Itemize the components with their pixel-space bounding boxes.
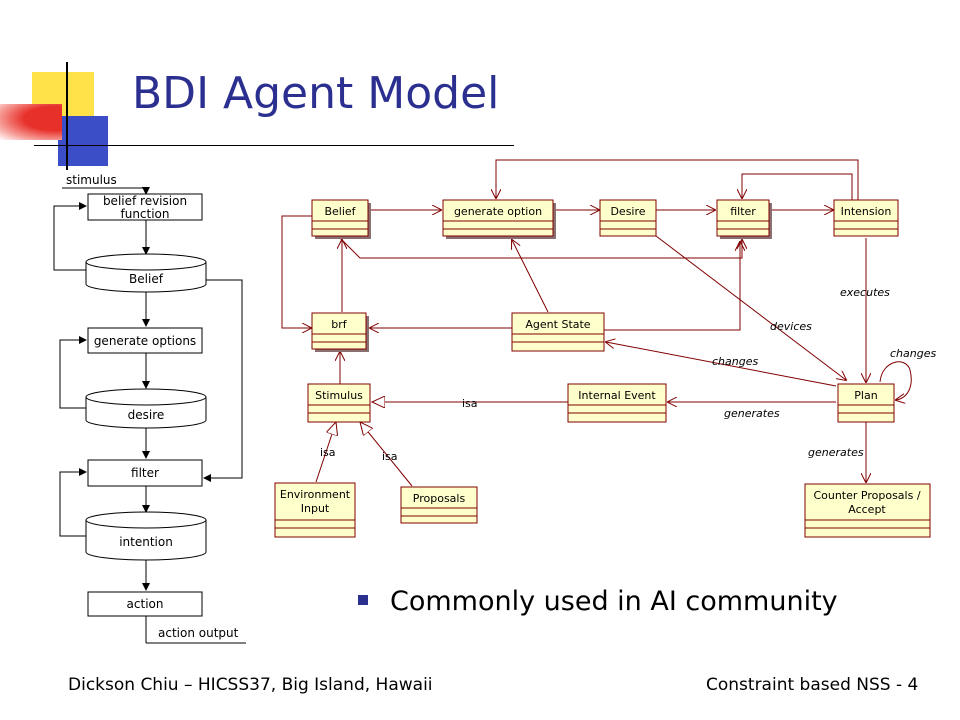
uml-environment-input-box: Environment Input xyxy=(274,482,356,538)
uml-generate-option-box: generate option xyxy=(442,199,556,239)
uml-internal-event-box: Internal Event xyxy=(567,383,667,423)
uml-intension-label: Intension xyxy=(841,205,892,218)
bullet-item: Commonly used in AI community xyxy=(358,586,838,617)
flow-belief-label: Belief xyxy=(129,272,164,286)
flow-brf-line1: belief revision xyxy=(103,194,187,208)
uml-desire-box: Desire xyxy=(599,199,657,237)
uml-label-isa-environment: isa xyxy=(320,446,336,459)
uml-label-executes: executes xyxy=(840,286,890,299)
uml-desire-label: Desire xyxy=(610,205,645,218)
flow-desire-label: desire xyxy=(128,408,165,422)
bullet-square-icon xyxy=(358,594,368,605)
uml-proposals-box: Proposals xyxy=(400,486,478,524)
corner-vertical-line xyxy=(66,62,68,170)
uml-belief-box: Belief xyxy=(311,199,371,239)
flow-intention-label: intention xyxy=(119,535,173,549)
uml-environment-input-line2: Input xyxy=(301,502,330,515)
flow-desire-cylinder: desire xyxy=(85,388,207,429)
uml-proposals-label: Proposals xyxy=(413,492,466,505)
uml-brf-label: brf xyxy=(331,318,348,331)
flow-filter-label: filter xyxy=(131,466,159,480)
uml-plan-label: Plan xyxy=(854,389,877,402)
uml-label-isa-internal: isa xyxy=(462,397,478,410)
uml-counter-proposals-line2: Accept xyxy=(848,503,886,516)
footer-right: Constraint based NSS - 4 xyxy=(706,675,919,695)
flow-brf-box xyxy=(87,193,203,221)
flow-action-label: action xyxy=(127,597,164,611)
uml-internal-event-label: Internal Event xyxy=(578,389,656,402)
uml-brf-box: brf xyxy=(311,312,369,352)
flow-belief-cylinder: Belief xyxy=(85,253,207,293)
uml-label-isa-proposals: isa xyxy=(382,450,398,463)
uml-label-changes-self: changes xyxy=(890,347,936,360)
flow-intention-cylinder: intention xyxy=(85,511,207,561)
uml-intension-box: Intension xyxy=(833,199,899,237)
uml-agent-state-label: Agent State xyxy=(525,318,590,331)
bdi-flowchart: stimulus belief revision function Belief… xyxy=(53,173,246,644)
uml-stimulus-box: Stimulus xyxy=(307,383,371,423)
flow-generate-options-label: generate options xyxy=(94,334,196,348)
uml-environment-input-line1: Environment xyxy=(280,488,351,501)
uml-label-generates-counter: generates xyxy=(808,446,864,459)
uml-stimulus-label: Stimulus xyxy=(315,389,363,402)
uml-filter-box: filter xyxy=(716,199,772,239)
uml-counter-proposals-box: Counter Proposals / Accept xyxy=(804,483,931,538)
slide-title: BDI Agent Model xyxy=(132,68,500,119)
flow-action-output-label: action output xyxy=(158,626,239,640)
uml-generate-option-label: generate option xyxy=(454,205,542,218)
bullet-text: Commonly used in AI community xyxy=(390,586,838,617)
uml-label-generates-internal: generates xyxy=(724,407,780,420)
flow-brf-line2: function xyxy=(120,207,169,221)
flow-action-box xyxy=(87,591,203,617)
corner-red-shape xyxy=(0,104,62,140)
flow-filter-box xyxy=(87,459,203,487)
uml-agent-state-box: Agent State xyxy=(511,312,605,352)
flow-stimulus-label: stimulus xyxy=(66,173,117,187)
uml-plan-box: Plan xyxy=(837,383,895,423)
uml-filter-label: filter xyxy=(730,205,756,218)
corner-horizontal-line xyxy=(34,145,514,146)
flow-generate-options-box xyxy=(87,327,203,354)
bdi-uml-diagram: Belief generate option Desire filter Int… xyxy=(274,159,936,538)
footer-left: Dickson Chiu – HICSS37, Big Island, Hawa… xyxy=(68,675,433,695)
uml-counter-proposals-line1: Counter Proposals / xyxy=(813,489,920,502)
uml-belief-label: Belief xyxy=(324,205,356,218)
uml-label-devices: devices xyxy=(770,320,812,333)
uml-label-changes: changes xyxy=(712,355,758,368)
